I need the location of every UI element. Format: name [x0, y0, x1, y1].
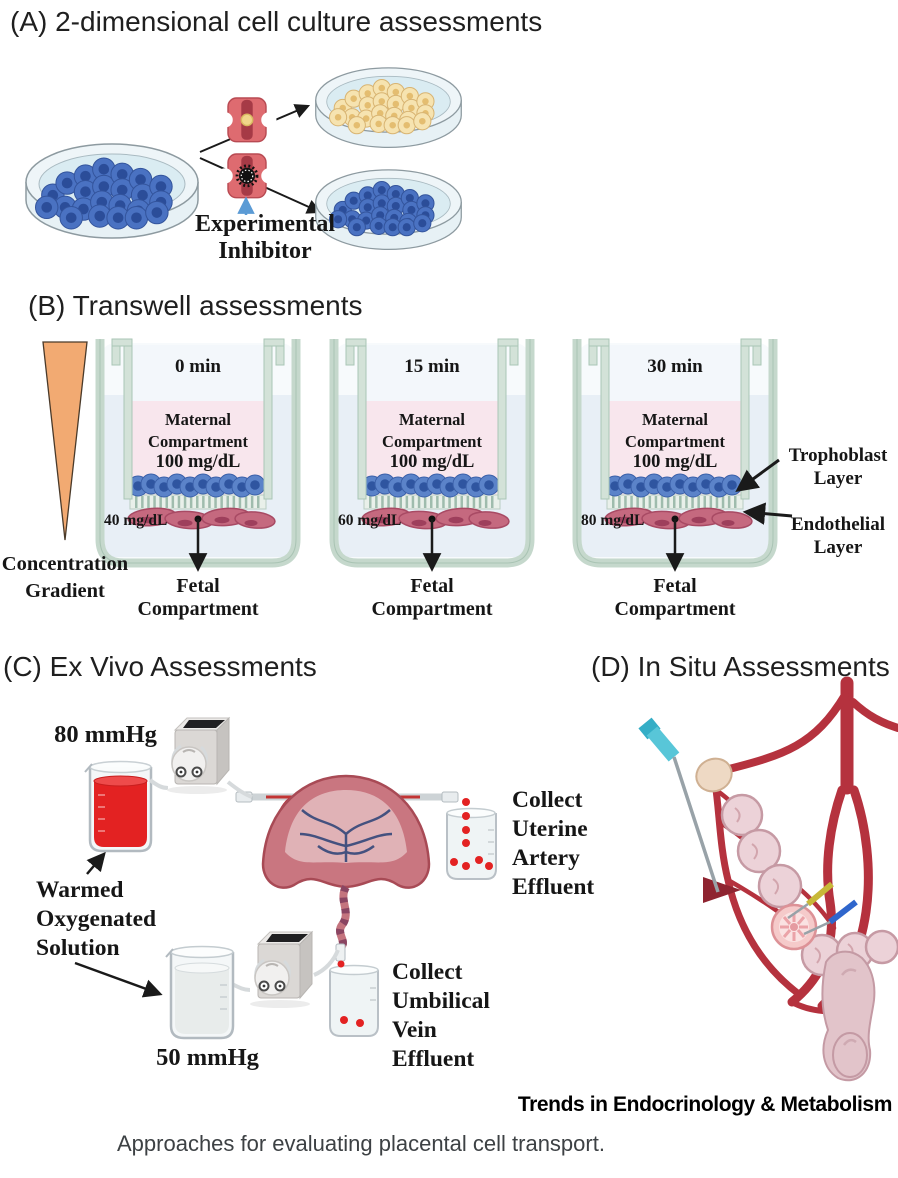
umbilical-effluent-drops	[337, 960, 364, 1027]
petri-dish-treated	[315, 67, 462, 149]
maternal-concentration-label: 100 mg/dL	[632, 452, 718, 472]
solution-arrows	[74, 851, 163, 998]
inhibitor-label: Experimental Inhibitor	[195, 211, 335, 264]
fetal-compartment-label: Fetal Compartment	[137, 575, 259, 620]
peristaltic-pump-arterial	[148, 716, 253, 799]
journal-name: Trends in Endocrinology & Metabolism	[517, 1093, 893, 1116]
well-time-label: 0 min	[175, 356, 221, 377]
beaker-clear-reservoir	[165, 945, 235, 1040]
solution-label: Warmed Oxygenated Solution	[36, 877, 157, 961]
endothelial-layer-label: Endothelial Layer	[791, 514, 885, 558]
panel-d-title: (D) In Situ Assessments	[591, 651, 890, 682]
needle-blue-icon	[803, 899, 858, 936]
inhibitor-icon	[235, 164, 259, 188]
uterine-effluent-drops	[450, 798, 493, 870]
cervix-illustration	[821, 950, 876, 1082]
venous-pressure-label: 50 mmHg	[156, 1044, 259, 1071]
well-time-label: 30 min	[647, 356, 703, 377]
concentration-gradient-label: Concentration Gradient	[1, 553, 129, 602]
transporter-blocked-icon	[216, 153, 278, 199]
arterial-pressure-label: 80 mmHg	[54, 721, 157, 748]
sliced-embryo	[770, 903, 818, 951]
petri-dish-source	[25, 143, 199, 239]
peristaltic-pump-venous	[231, 930, 340, 1010]
trophoblast-layer-label: Trophoblast Layer	[788, 445, 888, 489]
collection-beaker-umbilical	[329, 964, 379, 1037]
panel-b-illustration	[42, 339, 793, 572]
fetal-compartment-label: Fetal Compartment	[614, 575, 736, 620]
collection-beaker-uterine	[446, 807, 497, 880]
fetal-compartment-arrows	[188, 515, 685, 572]
placenta-illustration	[261, 774, 431, 889]
maternal-concentration-label: 100 mg/dL	[389, 452, 475, 472]
fetal-concentration-label: 40 mg/dL	[104, 512, 168, 529]
panel-b-title: (B) Transwell assessments	[28, 290, 363, 321]
uterine-collection-label: Collect Uterine Artery Effluent	[512, 787, 595, 900]
needle-yellow-icon	[787, 881, 834, 920]
panel-c-title: (C) Ex Vivo Assessments	[3, 651, 317, 682]
concentration-gradient-triangle	[42, 341, 88, 541]
maternal-compartment-label: Maternal Compartment	[382, 410, 482, 451]
maternal-compartment-label: Maternal Compartment	[625, 410, 725, 451]
panel-a-illustration	[25, 67, 462, 251]
fetal-compartment-label: Fetal Compartment	[371, 575, 493, 620]
maternal-compartment-label: Maternal Compartment	[148, 410, 248, 451]
panel-d-illustration	[638, 676, 898, 1082]
fetal-concentration-label: 60 mg/dL	[338, 512, 402, 529]
endothelial-pointer-arrow	[742, 502, 793, 525]
trophoblast-pointer-arrow	[735, 458, 780, 492]
umbilical-collection-label: Collect Umbilical Vein Effluent	[392, 959, 490, 1072]
fetal-concentration-label: 80 mg/dL	[581, 512, 645, 529]
panel-a-title: (A) 2-dimensional cell culture assessmen…	[10, 6, 543, 37]
beaker-oxygenated-perfusate	[84, 760, 153, 853]
syringe-icon	[638, 717, 720, 893]
maternal-concentration-label: 100 mg/dL	[155, 452, 241, 472]
panel-c-illustration	[74, 716, 497, 1040]
figure-caption: Approaches for evaluating placental cell…	[117, 1131, 605, 1156]
petri-dish-inhibited	[315, 169, 462, 251]
transporter-open-icon	[216, 97, 278, 143]
well-time-label: 15 min	[404, 356, 460, 377]
